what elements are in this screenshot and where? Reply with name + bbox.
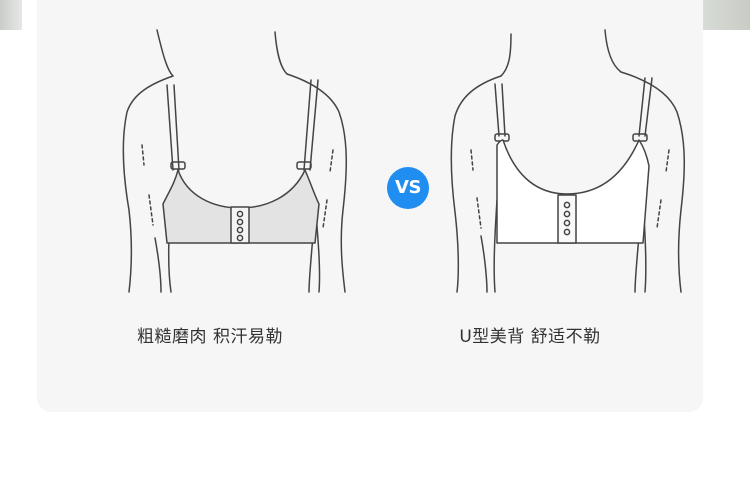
vs-badge: VS bbox=[387, 167, 429, 209]
left-caption: 粗糙磨肉 积汗易勒 bbox=[137, 327, 283, 347]
neighbor-photo-left-edge bbox=[0, 0, 22, 30]
bra-back-u-shape-illustration bbox=[407, 0, 707, 300]
right-caption: U型美背 舒适不勒 bbox=[459, 327, 601, 347]
comparison-card: VS bbox=[37, 0, 703, 412]
bra-back-rough-illustration bbox=[75, 0, 375, 300]
neighbor-photo-right-edge bbox=[702, 0, 750, 30]
